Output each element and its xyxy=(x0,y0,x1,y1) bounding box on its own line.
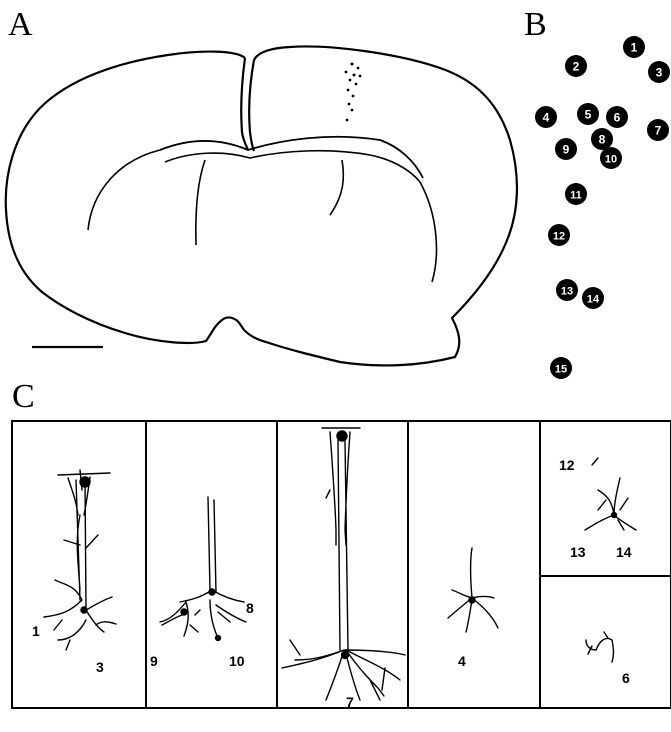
panel-a-recording-sites xyxy=(345,63,362,122)
right-external-capsule xyxy=(420,182,436,282)
neuron-marker-label-2: 2 xyxy=(573,60,580,74)
panel-c-reconstructions xyxy=(44,428,636,700)
neuron-marker-label-8: 8 xyxy=(599,133,606,147)
label-neuron-14: 14 xyxy=(616,544,632,560)
neuron-marker-label-12: 12 xyxy=(553,231,565,243)
label-neuron-3: 3 xyxy=(96,659,104,675)
neuron-marker-label-5: 5 xyxy=(585,108,592,122)
left-hemisphere-outline xyxy=(6,52,245,343)
left-internal-structure xyxy=(196,160,205,245)
neuron-marker-label-15: 15 xyxy=(555,364,567,376)
neuron-marker-label-6: 6 xyxy=(614,111,621,125)
label-neuron-13: 13 xyxy=(570,544,586,560)
label-neuron-10: 10 xyxy=(229,653,245,669)
neuron-marker-label-14: 14 xyxy=(587,294,600,306)
left-external-capsule xyxy=(88,150,160,230)
midline-fissure-right xyxy=(249,60,254,151)
neuron-marker-label-13: 13 xyxy=(561,286,573,298)
panel-a-brain-section xyxy=(6,46,517,365)
neuron-reconstruction-12-13-14 xyxy=(585,458,636,530)
neuron-reconstruction-6 xyxy=(586,632,614,662)
neuron-marker-label-11: 11 xyxy=(570,190,582,202)
neuron-marker-label-1: 1 xyxy=(631,41,638,55)
neuron-marker-label-4: 4 xyxy=(543,111,550,125)
label-neuron-1: 1 xyxy=(32,623,40,639)
neuron-marker-label-9: 9 xyxy=(563,143,570,157)
neuron-marker-label-3: 3 xyxy=(656,66,663,80)
label-neuron-8: 8 xyxy=(246,600,254,616)
neuron-marker-label-7: 7 xyxy=(655,124,662,138)
neuron-marker-label-10: 10 xyxy=(605,154,617,166)
label-neuron-6: 6 xyxy=(622,670,630,686)
right-internal-structure xyxy=(330,160,343,215)
label-neuron-7: 7 xyxy=(346,694,354,710)
panel-b-neuron-map: 123456789101112131415 xyxy=(535,36,670,379)
label-neuron-4: 4 xyxy=(458,653,466,669)
right-hemisphere-outline xyxy=(244,46,517,365)
neuron-reconstruction-9-8-10 xyxy=(160,497,246,641)
neuron-reconstruction-1-3 xyxy=(44,470,116,650)
corpus-callosum xyxy=(160,137,423,178)
label-neuron-9: 9 xyxy=(150,653,158,669)
neuron-reconstruction-7 xyxy=(282,428,405,700)
midline-fissure xyxy=(241,58,248,150)
label-neuron-12: 12 xyxy=(559,457,575,473)
neuron-reconstruction-4 xyxy=(448,548,498,632)
panel-c-labels: 1 3 9 8 10 7 4 12 13 14 6 xyxy=(32,457,632,710)
